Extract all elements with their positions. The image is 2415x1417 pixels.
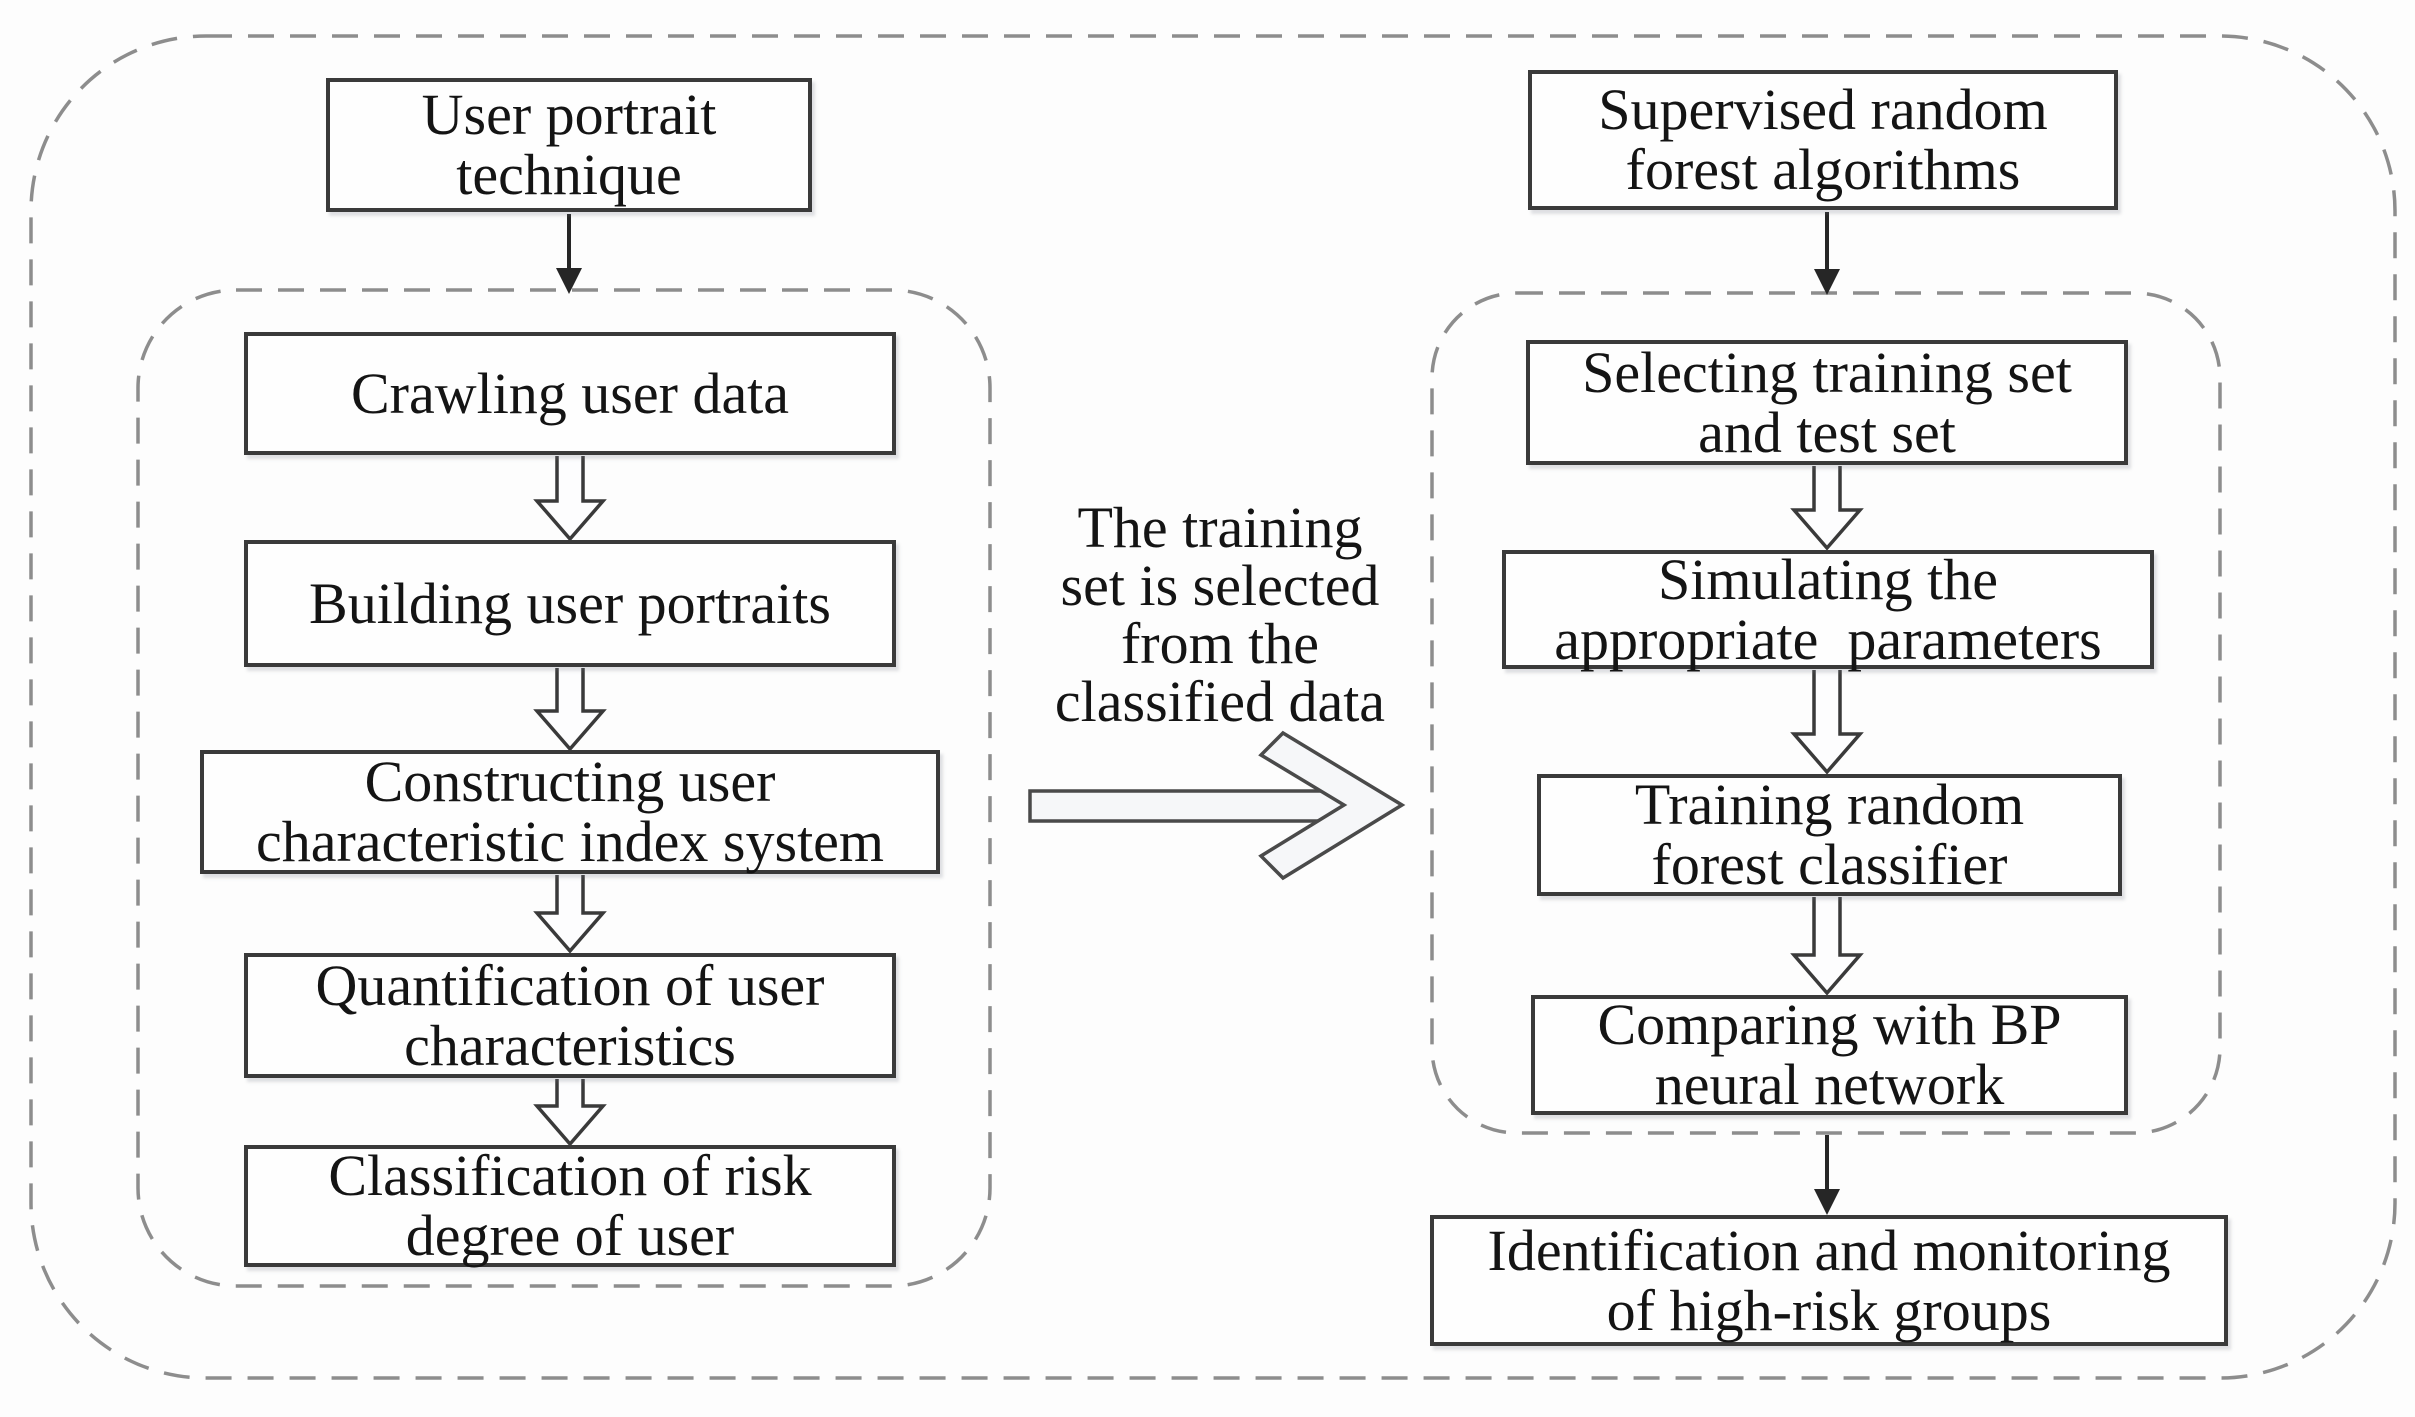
box-line: Building user portraits	[309, 570, 831, 636]
hollow-down-arrow-icon	[1790, 897, 1864, 996]
box-line: degree of user	[405, 1203, 735, 1268]
box-line: Identification and monitoring	[1487, 1217, 2171, 1283]
box-line: and test set	[1698, 399, 1956, 465]
box-line: Supervised random	[1598, 77, 2048, 142]
box-line: User portrait	[421, 82, 717, 147]
box-line: Selecting training set	[1582, 339, 2072, 405]
box-line: Simulating the	[1658, 546, 1998, 612]
hollow-down-arrow-icon	[1790, 466, 1864, 551]
box-user-portrait-technique: User portrait technique	[326, 78, 812, 212]
caption-line: The training	[1077, 495, 1363, 560]
box-line: Quantification of user	[315, 952, 825, 1018]
box-crawling-user-data: Crawling user data	[244, 332, 896, 455]
outer-dashed-container	[29, 34, 2397, 1380]
box-line: Constructing user	[364, 749, 776, 814]
box-comparing-with-bp-neural-network: Comparing with BP neural network	[1531, 995, 2128, 1115]
box-line: appropriate parameters	[1554, 606, 2102, 672]
caption-line: from the	[1120, 611, 1320, 676]
caption-line: set is selected	[1060, 553, 1380, 618]
box-line: technique	[456, 142, 682, 207]
box-classification-of-risk-degree-of-user: Classification of risk degree of user	[244, 1145, 896, 1267]
box-quantification-of-user-characteristics: Quantification of user characteristics	[244, 953, 896, 1078]
box-training-random-forest-classifier: Training random forest classifier	[1537, 774, 2122, 896]
hollow-down-arrow-icon	[533, 456, 607, 542]
hollow-down-arrow-icon	[1790, 670, 1864, 775]
box-identification-and-monitoring-of-high-risk-groups: Identification and monitoring of high-ri…	[1430, 1215, 2228, 1346]
caption-line: classified data	[1054, 669, 1386, 734]
solid-down-arrow-icon	[1814, 1135, 1840, 1215]
box-line: Comparing with BP	[1597, 992, 2062, 1057]
hollow-down-arrow-icon	[533, 668, 607, 752]
box-line: Crawling user data	[350, 360, 790, 426]
box-line: Training random	[1634, 772, 2025, 837]
box-building-user-portraits: Building user portraits	[244, 540, 896, 667]
box-constructing-user-characteristic-index-system: Constructing user characteristic index s…	[200, 750, 940, 874]
box-line: neural network	[1654, 1052, 2005, 1117]
solid-down-arrow-icon	[1814, 212, 1840, 295]
box-line: of high-risk groups	[1606, 1277, 2052, 1343]
solid-down-arrow-icon	[556, 214, 582, 294]
box-line: characteristic index system	[255, 809, 885, 874]
box-selecting-training-set-and-test-set: Selecting training set and test set	[1526, 340, 2128, 465]
hollow-down-arrow-icon	[533, 1079, 607, 1147]
box-supervised-random-forest-algorithms: Supervised random forest algorithms	[1528, 70, 2118, 210]
hollow-right-arrow-icon	[1028, 730, 1406, 881]
box-line: Classification of risk	[328, 1143, 812, 1208]
box-simulating-the-appropriate-parameters: Simulating the appropriate parameters	[1502, 546, 2154, 672]
hollow-down-arrow-icon	[533, 875, 607, 954]
box-line: characteristics	[404, 1012, 736, 1078]
connector-caption: The training set is selected from the cl…	[1000, 495, 1440, 735]
box-line: forest classifier	[1651, 832, 2008, 897]
box-line: forest algorithms	[1625, 137, 2021, 202]
